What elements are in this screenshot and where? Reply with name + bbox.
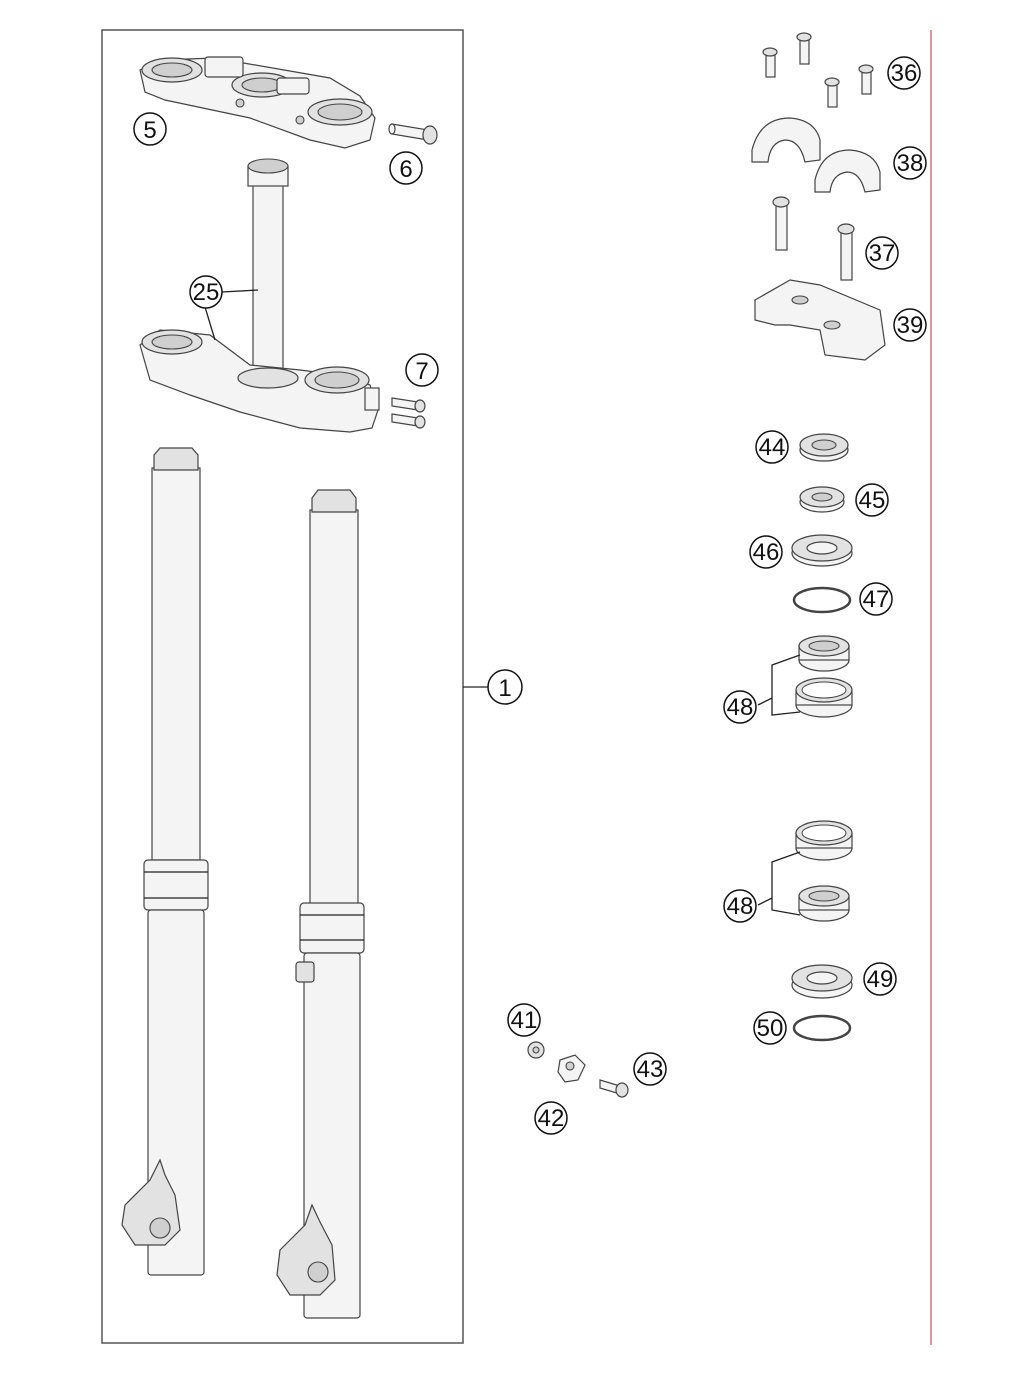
callout-7: 7: [405, 353, 439, 387]
svg-text:47: 47: [863, 586, 890, 613]
svg-text:7: 7: [415, 358, 428, 385]
part-small-bolt: [599, 1079, 629, 1098]
svg-text:50: 50: [757, 1015, 784, 1042]
svg-text:39: 39: [897, 312, 924, 339]
leader-25b: [204, 306, 216, 341]
part-handlebar-clamp-bolts: [762, 32, 874, 108]
part-lower-triple-clamp: [139, 158, 380, 433]
callout-44: 44: [755, 430, 789, 464]
part-handlebar-clamp-tops: [751, 117, 881, 193]
callout-5: 5: [133, 112, 167, 146]
callout-50: 50: [753, 1011, 787, 1045]
callout-47: 47: [859, 582, 893, 616]
svg-text:5: 5: [143, 117, 156, 144]
callout-42: 42: [534, 1101, 568, 1135]
callout-48-upper: 48: [723, 690, 757, 724]
callout-43: 43: [633, 1052, 667, 1086]
part-hex-nut: [799, 486, 845, 513]
svg-text:45: 45: [859, 487, 886, 514]
part-washer: [791, 534, 853, 567]
part-left-fork-leg: [121, 447, 209, 1276]
part-right-fork-leg: [276, 489, 365, 1319]
svg-text:42: 42: [538, 1105, 565, 1132]
part-nut-small: [527, 1041, 545, 1059]
callout-48-lower: 48: [723, 889, 757, 923]
svg-text:48: 48: [727, 893, 754, 920]
callout-37: 37: [865, 236, 899, 270]
part-lower-bearing-set: [757, 820, 853, 922]
svg-text:25: 25: [193, 279, 220, 306]
part-handlebar-long-bolts: [772, 196, 855, 281]
part-o-ring-upper: [792, 586, 852, 614]
part-lower-clamp-bolts: [391, 397, 426, 429]
part-cable-guide: [557, 1054, 586, 1083]
callout-46: 46: [749, 535, 783, 569]
part-dust-seal: [791, 964, 853, 999]
callout-1: 1: [487, 669, 523, 705]
callout-38: 38: [893, 146, 927, 180]
svg-text:49: 49: [867, 966, 894, 993]
callout-49: 49: [863, 962, 897, 996]
callout-36: 36: [887, 56, 921, 90]
svg-text:44: 44: [759, 434, 786, 461]
part-clamp-bolt: [388, 123, 438, 145]
svg-text:41: 41: [511, 1007, 538, 1034]
svg-text:38: 38: [897, 150, 924, 177]
part-handlebar-clamp-base: [754, 279, 886, 361]
callout-45: 45: [855, 483, 889, 517]
callout-25: 25: [189, 275, 223, 309]
svg-text:37: 37: [869, 240, 896, 267]
svg-text:6: 6: [399, 156, 412, 183]
callout-6: 6: [389, 151, 423, 185]
svg-text:46: 46: [753, 539, 780, 566]
svg-text:36: 36: [891, 60, 918, 87]
callout-39: 39: [893, 308, 927, 342]
svg-text:48: 48: [727, 694, 754, 721]
svg-text:1: 1: [498, 675, 511, 702]
leader-25: [221, 289, 259, 293]
part-upper-triple-clamp: [139, 56, 376, 149]
part-o-ring-lower: [792, 1014, 852, 1042]
part-steering-nut: [799, 433, 849, 462]
svg-text:43: 43: [637, 1056, 664, 1083]
part-upper-bearing-set: [757, 635, 853, 718]
callout-41: 41: [507, 1003, 541, 1037]
